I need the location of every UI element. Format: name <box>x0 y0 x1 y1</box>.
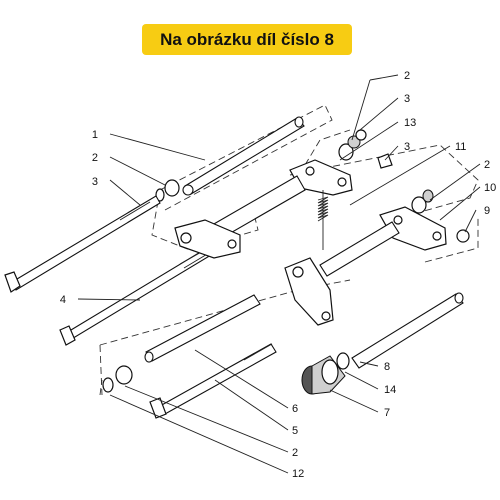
callout-7: 7 <box>384 407 390 419</box>
part-4-threaded-bolt <box>59 244 217 346</box>
callout-2-top: 2 <box>404 70 410 82</box>
part-number-banner: Na obrázku díl číslo 8 <box>142 24 352 55</box>
callout-2-left: 2 <box>92 152 98 164</box>
callout-12: 12 <box>292 468 304 480</box>
part-13-spring <box>317 190 329 250</box>
callout-11: 11 <box>455 141 466 153</box>
upper-right-washers <box>338 129 393 169</box>
callout-14: 14 <box>384 384 396 396</box>
callout-6: 6 <box>292 403 298 415</box>
callout-labels: 1 2 3 4 2 3 13 3 11 2 10 9 6 5 2 12 8 14… <box>60 70 496 480</box>
callout-4: 4 <box>60 294 66 306</box>
part-1-long-bolt <box>182 116 305 196</box>
part-14-7-bushing <box>301 352 350 395</box>
part-12-2-lower-washers <box>102 365 133 393</box>
callout-10: 10 <box>484 182 496 194</box>
part-8-rod <box>351 292 464 369</box>
callout-3-top: 3 <box>404 93 410 105</box>
part-2-3-left-washer-nut <box>4 179 180 293</box>
callout-2-right: 2 <box>484 159 490 171</box>
banner-text: Na obrázku díl číslo 8 <box>160 29 334 49</box>
callout-9: 9 <box>484 205 490 217</box>
callout-2-bottom: 2 <box>292 447 298 459</box>
callout-3-left: 3 <box>92 176 98 188</box>
callout-5: 5 <box>292 425 298 437</box>
leader-lines <box>77 74 481 474</box>
callout-1: 1 <box>92 129 98 141</box>
middle-bracket <box>284 257 334 326</box>
part-10-right-bracket <box>319 189 470 277</box>
callout-8: 8 <box>384 361 390 373</box>
part-6-rod <box>144 294 261 363</box>
callout-13: 13 <box>404 117 416 129</box>
callout-3-mid: 3 <box>404 141 410 153</box>
left-bracket <box>174 219 241 259</box>
part-5-long-bolt <box>149 343 277 419</box>
